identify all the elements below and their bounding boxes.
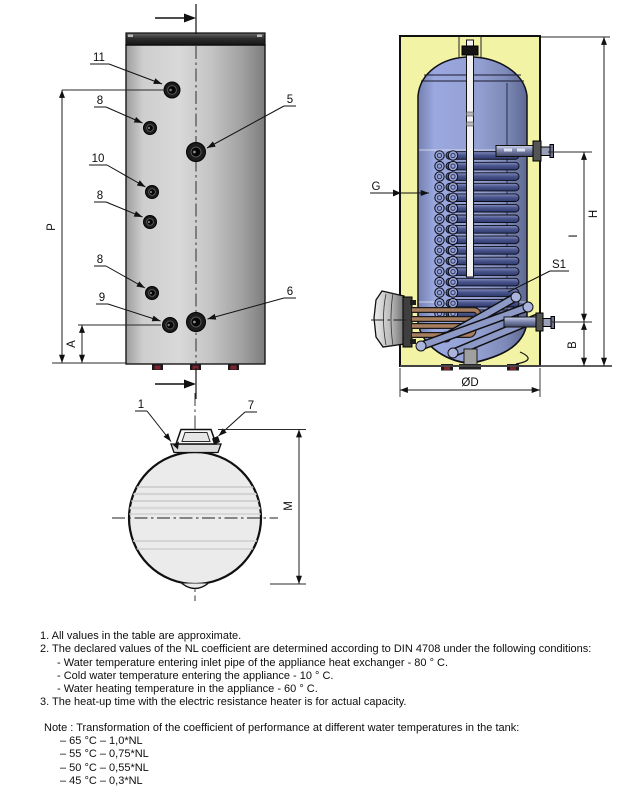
coil-label-s1: S1 xyxy=(552,259,566,271)
note-line-3: 3. The heat-up time with the electric re… xyxy=(40,696,407,709)
dimension-H: H xyxy=(541,36,610,366)
heater-cover xyxy=(373,290,405,348)
section-cut-arrow-bottom xyxy=(155,368,197,399)
dim-label-a: A xyxy=(66,340,78,348)
callout-label-11: 11 xyxy=(93,52,105,64)
dimension-P: P xyxy=(46,89,164,364)
tank-feet xyxy=(152,363,239,370)
callout-label-1: 1 xyxy=(138,399,144,411)
dim-label-m: M xyxy=(283,501,295,511)
dimension-I: I xyxy=(548,151,592,322)
callout-label-9: 9 xyxy=(99,292,105,304)
fitting-8c xyxy=(145,286,159,300)
internal-pipes xyxy=(415,291,542,359)
callout-label-8b: 8 xyxy=(97,190,103,202)
performance-note-item: – 50 °C – 0,55*NL xyxy=(60,761,149,774)
fitting-9 xyxy=(162,317,178,333)
front-view: P A 11 8 5 10 8 8 9 6 xyxy=(46,4,296,399)
note-line-2c: - Water heating temperature in the appli… xyxy=(57,683,318,696)
callout-label-8a: 8 xyxy=(97,95,103,107)
fitting-11 xyxy=(163,81,181,99)
fitting-6 xyxy=(186,312,206,332)
label-S1: S1 xyxy=(507,259,569,293)
dim-label-p: P xyxy=(46,223,58,231)
dim-label-b: B xyxy=(567,341,579,349)
dimension-B: B xyxy=(552,321,592,366)
note-line-2b: - Cold water temperature entering the ap… xyxy=(57,669,334,682)
performance-note-header: Note : Transformation of the coefficient… xyxy=(44,721,520,734)
section-view: H I B ØD G xyxy=(370,35,612,397)
callout-label-7: 7 xyxy=(248,400,254,412)
label-G: G xyxy=(370,181,429,197)
note-line-2: 2. The declared values of the NL coeffic… xyxy=(40,643,592,656)
callout-label-10: 10 xyxy=(92,153,105,165)
performance-note-item: – 65 °C – 1,0*NL xyxy=(60,735,143,748)
note-line-2a: - Water temperature entering inlet pipe … xyxy=(57,656,449,669)
fitting-10 xyxy=(145,185,159,199)
callout-label-5: 5 xyxy=(287,94,293,106)
tank-body xyxy=(125,44,266,365)
section-cut-arrow-top xyxy=(155,4,197,34)
fitting-8b xyxy=(143,215,157,229)
performance-note: Note : Transformation of the coefficient… xyxy=(0,722,636,788)
note-line-1: 1. All values in the table are approxima… xyxy=(40,630,242,642)
dim-label-i: I xyxy=(568,234,580,237)
upper-side-pipe xyxy=(495,140,554,162)
lower-side-pipe xyxy=(503,312,555,332)
topview-callouts: 1 7 xyxy=(135,399,257,442)
coil-label-g: G xyxy=(372,181,381,193)
terminal-cover xyxy=(170,428,222,454)
fitting-8a xyxy=(143,121,157,135)
performance-note-item: – 55 °C – 0,75*NL xyxy=(60,748,149,761)
front-callouts: 11 8 5 10 8 8 9 6 xyxy=(89,52,296,322)
central-tube xyxy=(458,36,482,278)
top-circle-shading xyxy=(129,486,261,550)
tank-technical-drawing: P A 11 8 5 10 8 8 9 6 xyxy=(46,4,612,601)
dimension-diameter: ØD xyxy=(399,368,541,397)
dimension-M: M xyxy=(218,429,306,585)
notes-section: 1. All values in the table are approxima… xyxy=(0,630,636,788)
performance-note-item: – 45 °C – 0,3*NL xyxy=(60,774,143,787)
fitting-5 xyxy=(186,142,206,162)
callout-label-8c: 8 xyxy=(97,254,103,266)
top-view: 1 7 M xyxy=(112,393,306,601)
tank-top-band xyxy=(125,32,266,46)
dim-label-diameter: ØD xyxy=(461,377,478,389)
dim-label-h: H xyxy=(588,210,600,218)
callout-label-6: 6 xyxy=(287,286,293,298)
dimension-A: A xyxy=(66,324,161,363)
